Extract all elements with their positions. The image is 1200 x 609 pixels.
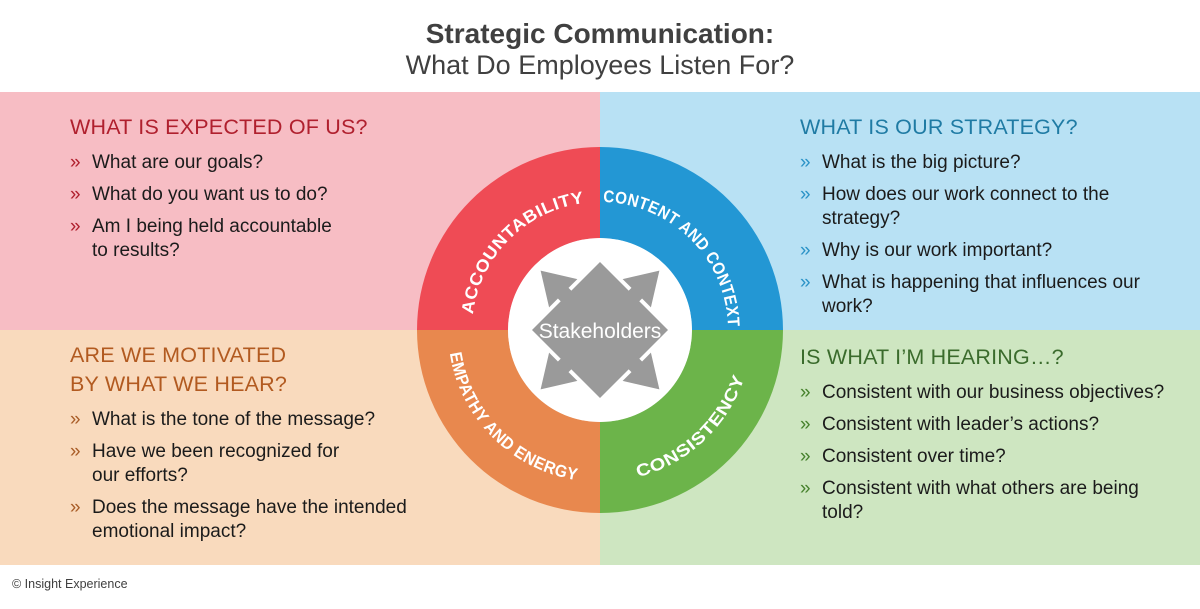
bullet-text-line: Consistent over time? (822, 446, 1006, 467)
quadrant-heading-line: ARE WE MOTIVATED (70, 343, 287, 367)
quadrant-heading: WHAT IS EXPECTED OF US? (70, 113, 580, 142)
bullet-marker-icon: » (70, 497, 81, 518)
quadrant-heading: ARE WE MOTIVATED BY WHAT WE HEAR? (70, 341, 580, 399)
bullet-item: » Consistent with what others are being to… (800, 477, 1195, 525)
bullet-item: » Consistent with leader’s actions? (800, 413, 1195, 437)
bullet-text: What is the tone of the message? (92, 408, 375, 432)
quadrant-content: WHAT IS OUR STRATEGY? » What is the big p… (800, 113, 1195, 327)
bullet-text: Consistent with our business objectives? (822, 381, 1164, 405)
bullet-text: What are our goals? (92, 151, 263, 175)
bullet-item: » Consistent with our business objectives… (800, 381, 1195, 405)
bullet-text-line: What are our goals? (92, 152, 264, 173)
bullet-text: What is happening that influences our wor… (822, 271, 1140, 319)
page-title: Strategic Communication: (425, 18, 775, 49)
bullet-text-line: Consistent with our business objectives? (822, 382, 1165, 403)
bullet-item: » Am I being held accountable to results? (70, 215, 580, 263)
bullet-item: » Why is our work important? (800, 239, 1195, 263)
bullet-item: » What is the big picture? (800, 151, 1195, 175)
stakeholders-label: Stakeholders (539, 320, 662, 343)
footer: © Insight Experience (12, 577, 128, 591)
quadrant-heading-line: BY WHAT WE HEAR? (70, 372, 288, 396)
ring-segment-accountability (417, 147, 600, 330)
center-diamond (532, 262, 668, 398)
bullet-text: What do you want us to do? (92, 183, 328, 207)
bullet-marker-icon: » (70, 152, 81, 173)
bullet-text: Am I being held accountable to results? (92, 215, 332, 263)
bullet-marker-icon: » (70, 184, 81, 205)
bullet-marker-icon: » (800, 184, 811, 205)
bullet-text-line: What do you want us to do? (92, 184, 328, 205)
bullet-marker-icon: » (800, 382, 811, 403)
bullet-item: » What do you want us to do? (70, 183, 580, 207)
bullet-text-line: Am I being held accountable (92, 216, 332, 237)
bullet-text-line: Have we been recognized for (92, 441, 340, 462)
bullet-marker-icon: » (800, 272, 811, 293)
bullet-text: Why is our work important? (822, 239, 1052, 263)
stakeholders-wheel: ACCOUNTABILITY CONTENT AND CONTEXT EMPAT… (417, 147, 783, 513)
bullet-list: » Consistent with our business objectives… (800, 381, 1195, 525)
bullet-item: » How does our work connect to the strateg… (800, 183, 1195, 231)
quadrant-heading-line: IS WHAT I’M HEARING…? (800, 345, 1064, 369)
quadrant-heading-line: WHAT IS OUR STRATEGY? (800, 115, 1078, 139)
bullet-text-line: emotional impact? (92, 521, 247, 542)
bullet-list: » What is the tone of the message? » Have w… (70, 408, 580, 544)
bullet-marker-icon: » (800, 446, 811, 467)
bullet-marker-icon: » (800, 152, 811, 173)
bullet-text-line: What is the big picture? (822, 152, 1021, 173)
bullet-marker-icon: » (800, 478, 811, 499)
bullet-text-line: Consistent with what others are being (822, 478, 1139, 499)
bullet-text: Does the message have the intended emotio… (92, 496, 407, 544)
bullet-list: » What are our goals? » What do you want us… (70, 151, 580, 263)
bullet-text-line: Does the message have the intended (92, 497, 407, 518)
bullet-text-line: work? (822, 296, 873, 317)
ring-segment-empathy-and-energy (417, 330, 600, 513)
title-block: Strategic Communication: What Do Employe… (0, 0, 1200, 92)
copyright-text: © Insight Experience (12, 577, 128, 591)
quadrant-content: ARE WE MOTIVATED BY WHAT WE HEAR? » What i… (70, 341, 580, 552)
bullet-text-line: Consistent with leader’s actions? (822, 414, 1100, 435)
bullet-text: How does our work connect to the strategy… (822, 183, 1109, 231)
bullet-marker-icon: » (70, 441, 81, 462)
ring-segment-content-and-context (600, 147, 783, 330)
bullet-text-line: told? (822, 502, 864, 523)
quadrant-heading-line: WHAT IS EXPECTED OF US? (70, 115, 368, 139)
bullet-text-line: How does our work connect to the (822, 184, 1110, 205)
bullet-marker-icon: » (70, 216, 81, 237)
quadrant-heading: WHAT IS OUR STRATEGY? (800, 113, 1195, 142)
bullet-text-line: What is happening that influences our (822, 272, 1140, 293)
bullet-text: Consistent with leader’s actions? (822, 413, 1099, 437)
bullet-text-line: Why is our work important? (822, 240, 1053, 261)
bullet-text-line: What is the tone of the message? (92, 409, 376, 430)
bullet-text: Have we been recognized for our efforts? (92, 440, 339, 488)
bullet-text-line: our efforts? (92, 465, 188, 486)
bullet-item: » Does the message have the intended emoti… (70, 496, 580, 544)
bullet-item: » Consistent over time? (800, 445, 1195, 469)
bullet-text-line: to results? (92, 240, 180, 261)
four-way-arrows-icon (532, 262, 668, 398)
ring-segment-consistency (600, 330, 783, 513)
bullet-marker-icon: » (800, 414, 811, 435)
bullet-item: » What is happening that influences our wo… (800, 271, 1195, 319)
quadrant-content: IS WHAT I’M HEARING…? » Consistent with o… (800, 343, 1195, 533)
bullet-item: » What is the tone of the message? (70, 408, 580, 432)
bullet-list: » What is the big picture? » How does our w… (800, 151, 1195, 319)
quadrant-content: WHAT IS EXPECTED OF US? » What are our go… (70, 113, 580, 271)
bullet-marker-icon: » (70, 409, 81, 430)
bullet-item: » What are our goals? (70, 151, 580, 175)
bullet-text: Consistent with what others are being tol… (822, 477, 1139, 525)
bullet-text-line: strategy? (822, 208, 901, 229)
page-subtitle: What Do Employees Listen For? (405, 50, 795, 80)
bullet-marker-icon: » (800, 240, 811, 261)
bullet-text: Consistent over time? (822, 445, 1006, 469)
quadrant-heading: IS WHAT I’M HEARING…? (800, 343, 1195, 372)
bullet-item: » Have we been recognized for our efforts? (70, 440, 580, 488)
bullet-text: What is the big picture? (822, 151, 1021, 175)
